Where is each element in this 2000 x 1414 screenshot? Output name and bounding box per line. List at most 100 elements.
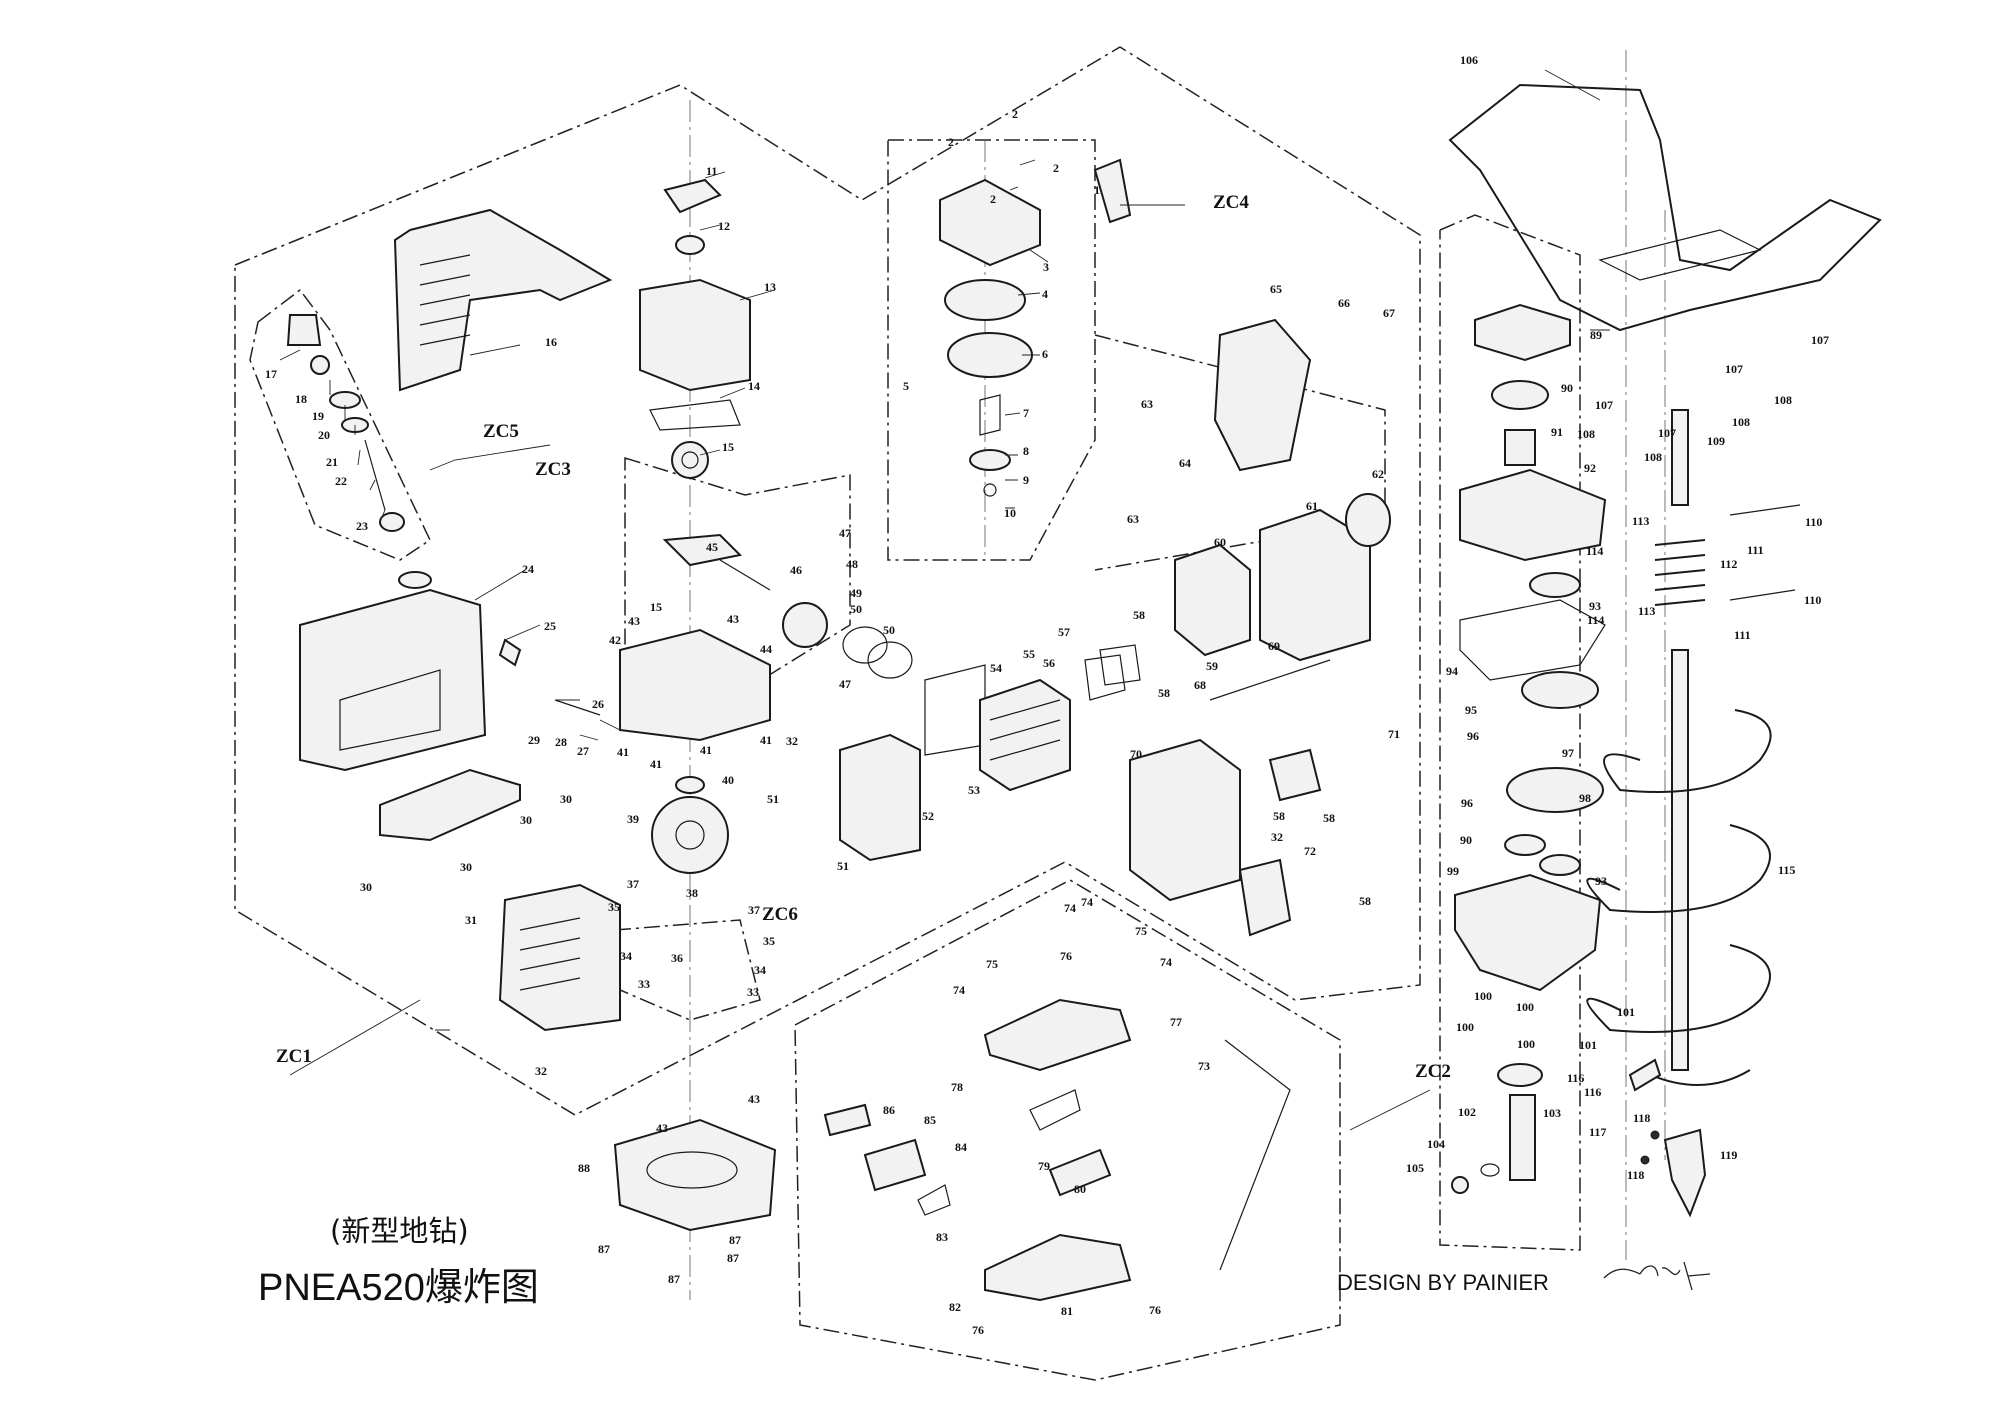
group-label-zc1: ZC1 (276, 1046, 312, 1067)
callout-15: 15 (722, 440, 734, 454)
callout-87: 87 (727, 1251, 739, 1265)
callout-101: 101 (1579, 1038, 1597, 1052)
callout-6: 6 (1042, 347, 1048, 361)
callout-30: 30 (560, 792, 572, 806)
callout-100: 100 (1516, 1000, 1534, 1014)
callout-90: 90 (1561, 381, 1573, 395)
callout-72: 72 (1304, 844, 1316, 858)
callout-58: 58 (1359, 894, 1371, 908)
callout-114: 114 (1586, 544, 1603, 558)
callout-119: 119 (1720, 1148, 1737, 1162)
auger-boundary (1439, 214, 1581, 1251)
callout-21: 21 (326, 455, 338, 469)
auger-tip-parts (1628, 1058, 1707, 1218)
callout-32: 32 (535, 1064, 547, 1078)
callout-96: 96 (1461, 796, 1473, 810)
callout-52: 52 (922, 809, 934, 823)
callout-43: 43 (628, 614, 640, 628)
callout-114: 114 (1587, 613, 1604, 627)
callout-74: 74 (1064, 901, 1076, 915)
callout-112: 112 (1720, 557, 1737, 571)
callout-87: 87 (668, 1272, 680, 1286)
callout-20: 20 (318, 428, 330, 442)
callout-100: 100 (1474, 989, 1492, 1003)
callout-117: 117 (1589, 1125, 1606, 1139)
shaft-and-spring-parts (1654, 409, 1801, 606)
callout-63: 63 (1141, 397, 1153, 411)
callout-64: 64 (1179, 456, 1191, 470)
top-cover-part-65 (1213, 318, 1312, 472)
callout-108: 108 (1774, 393, 1792, 407)
callout-113: 113 (1632, 514, 1649, 528)
callout-100: 100 (1456, 1020, 1474, 1034)
callout-63: 63 (1127, 512, 1139, 526)
callout-41: 41 (700, 743, 712, 757)
callout-14: 14 (748, 379, 760, 393)
callout-15: 15 (650, 600, 662, 614)
ignition-parts (1129, 659, 1331, 937)
callout-37: 37 (627, 877, 639, 891)
callout-90: 90 (1460, 833, 1472, 847)
part-callouts: 1 2 2 2 2 3 4 5 6 7 8 9 10 11 12 13 14 1… (265, 53, 1829, 1337)
callout-30: 30 (520, 813, 532, 827)
callout-58: 58 (1273, 809, 1285, 823)
callout-103: 103 (1543, 1106, 1561, 1120)
fan-housing-part-88 (613, 1118, 777, 1232)
callout-75: 75 (1135, 924, 1147, 938)
callout-30: 30 (360, 880, 372, 894)
callout-28: 28 (555, 735, 567, 749)
callout-94: 94 (1446, 664, 1458, 678)
callout-58: 58 (1133, 608, 1145, 622)
callout-44: 44 (760, 642, 772, 656)
callout-26: 26 (592, 697, 604, 711)
callout-4: 4 (1042, 287, 1048, 301)
callout-51: 51 (767, 792, 779, 806)
callout-41: 41 (760, 733, 772, 747)
callout-75: 75 (986, 957, 998, 971)
callout-73: 73 (1198, 1059, 1210, 1073)
callout-99: 99 (1447, 864, 1459, 878)
callout-23: 23 (356, 519, 368, 533)
page-title: PNEA520爆炸图 (258, 1267, 539, 1309)
crankcase-and-flywheel (619, 628, 771, 874)
callout-8: 8 (1023, 444, 1029, 458)
callout-2: 2 (990, 192, 996, 206)
callout-51: 51 (837, 859, 849, 873)
callout-86: 86 (883, 1103, 895, 1117)
callout-41: 41 (617, 745, 629, 759)
callout-58: 58 (1323, 811, 1335, 825)
auger-part-115 (1586, 649, 1772, 1086)
callout-105: 105 (1406, 1161, 1424, 1175)
callout-84: 84 (955, 1140, 967, 1154)
callout-68: 68 (1194, 678, 1206, 692)
callout-43: 43 (656, 1121, 668, 1135)
callout-67: 67 (1383, 306, 1395, 320)
callout-50: 50 (883, 623, 895, 637)
group-label-zc2: ZC2 (1415, 1061, 1451, 1082)
callout-33: 33 (747, 985, 759, 999)
callout-34: 34 (754, 963, 766, 977)
callout-9: 9 (1023, 473, 1029, 487)
callout-48: 48 (846, 557, 858, 571)
callout-56: 56 (1043, 656, 1055, 670)
heat-shield-part-16 (393, 208, 613, 392)
callout-102: 102 (1458, 1105, 1476, 1119)
leader-lines (279, 69, 1610, 1131)
callout-76: 76 (1149, 1303, 1161, 1317)
callout-3: 3 (1043, 260, 1049, 274)
cylinder-and-intake (839, 654, 1126, 862)
callout-24: 24 (522, 562, 534, 576)
callout-10: 10 (1004, 506, 1016, 520)
callout-101: 101 (1617, 1005, 1635, 1019)
callout-50: 50 (850, 602, 862, 616)
callout-108: 108 (1577, 427, 1595, 441)
callout-29: 29 (528, 733, 540, 747)
group-label-zc5: ZC5 (483, 421, 519, 442)
callout-41: 41 (650, 757, 662, 771)
callout-39: 39 (627, 812, 639, 826)
fuel-cap-parts (286, 314, 405, 532)
callout-88: 88 (578, 1161, 590, 1175)
zc6-boundary (614, 919, 761, 1021)
callout-47: 47 (839, 677, 851, 691)
